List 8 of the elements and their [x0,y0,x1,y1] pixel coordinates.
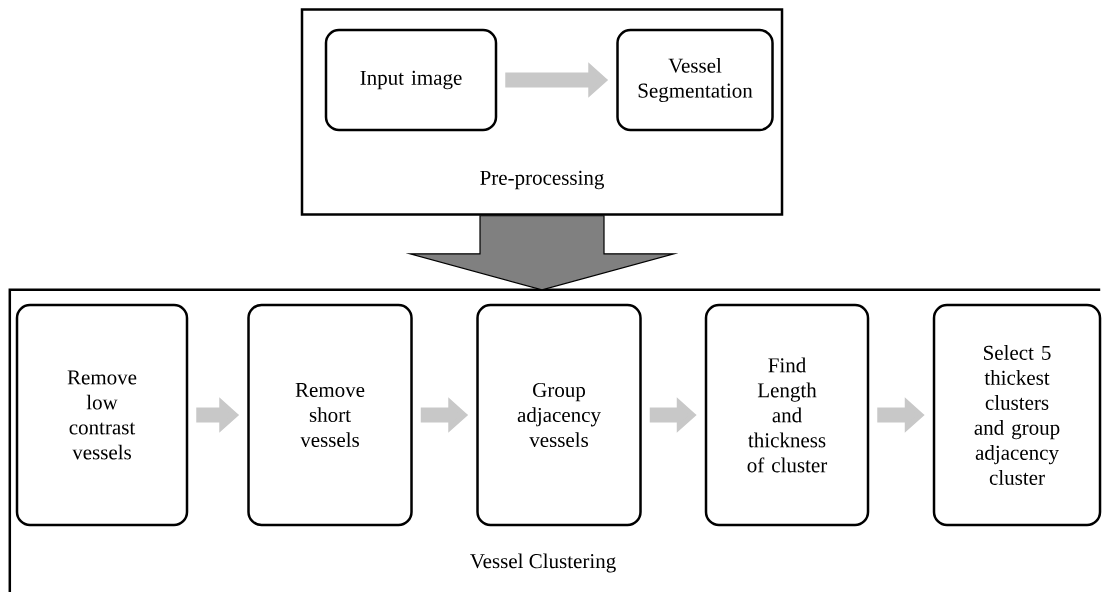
process-box: Find Length and thickness of cluster [704,303,870,527]
process-box: Vessel Segmentation [616,28,774,132]
process-box: Select 5 thickest clusters and group adjacency cluster [932,303,1102,527]
process-box: Remove low contrast vessels [15,303,189,527]
block-arrow [405,215,679,291]
process-box: Input image [324,28,498,132]
process-box: Group adjacency vessels [476,303,642,527]
process-box: Remove short vessels [247,303,413,527]
